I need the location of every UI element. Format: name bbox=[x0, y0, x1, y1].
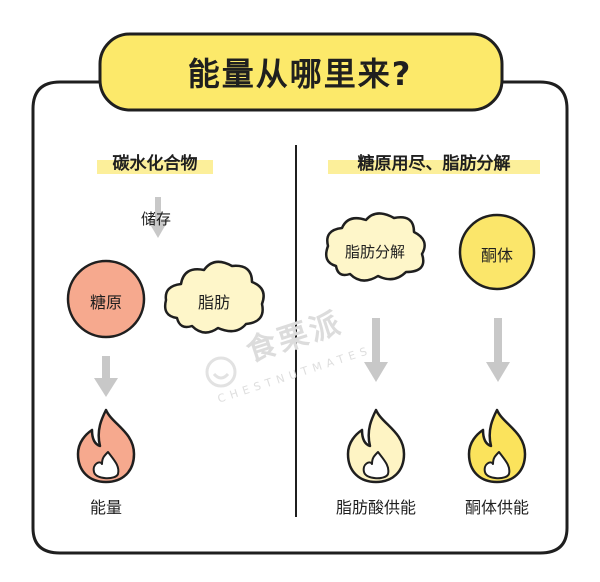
page-title: 能量从哪里来? bbox=[187, 55, 413, 93]
glycogen-node bbox=[66, 259, 146, 339]
ketone-label: 酮体 bbox=[480, 246, 514, 265]
energy-label: 能量 bbox=[89, 498, 123, 517]
right-heading-highlight bbox=[328, 160, 540, 174]
flame-icon bbox=[467, 408, 527, 484]
ketone-energy-label: 酮体供能 bbox=[464, 498, 530, 517]
fat-label: 脂肪 bbox=[197, 293, 231, 312]
fatty-acid-energy-label: 脂肪酸供能 bbox=[335, 498, 417, 517]
outer-frame bbox=[31, 80, 569, 555]
flame-icon bbox=[76, 408, 136, 484]
title-banner bbox=[98, 32, 504, 112]
arrow-down-icon bbox=[486, 318, 510, 382]
left-section-heading: 碳水化合物 bbox=[112, 154, 198, 174]
flame-icon bbox=[346, 408, 406, 484]
left-heading-highlight bbox=[97, 160, 213, 174]
arrow-down-icon bbox=[147, 197, 169, 238]
right-section-heading: 糖原用尽、脂肪分解 bbox=[357, 154, 511, 174]
lipolysis-cloud-icon bbox=[325, 212, 426, 282]
arrow-down-icon bbox=[94, 356, 118, 397]
lipolysis-label: 脂肪分解 bbox=[344, 243, 406, 261]
watermark-logo-icon bbox=[205, 356, 237, 388]
arrow-down-icon bbox=[364, 318, 388, 382]
ketone-node bbox=[458, 213, 536, 291]
fat-cloud-icon bbox=[163, 260, 265, 334]
store-label: 储存 bbox=[141, 210, 172, 228]
glycogen-label: 糖原 bbox=[89, 293, 123, 312]
